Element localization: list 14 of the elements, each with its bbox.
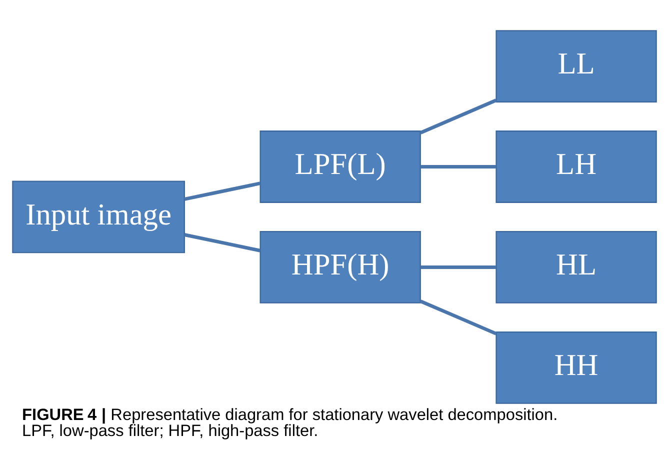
connector xyxy=(420,299,497,335)
node-box: LL xyxy=(496,30,657,102)
node-box: LPF(L) xyxy=(260,130,421,202)
node-box: LH xyxy=(496,130,657,202)
node-box: HPF(H) xyxy=(260,230,421,303)
connector xyxy=(420,164,496,168)
connector xyxy=(420,264,496,268)
connector xyxy=(184,232,260,252)
connector xyxy=(184,181,260,200)
node-box: HH xyxy=(496,330,657,404)
node-box: HL xyxy=(496,230,657,303)
node-box: Input image xyxy=(12,180,185,253)
connector xyxy=(420,98,497,134)
caption: FIGURE 4 | Representative diagram for stationary wavelet decomposition. LPF, low-pass filter; HPF, high-pass filter. xyxy=(22,405,558,440)
